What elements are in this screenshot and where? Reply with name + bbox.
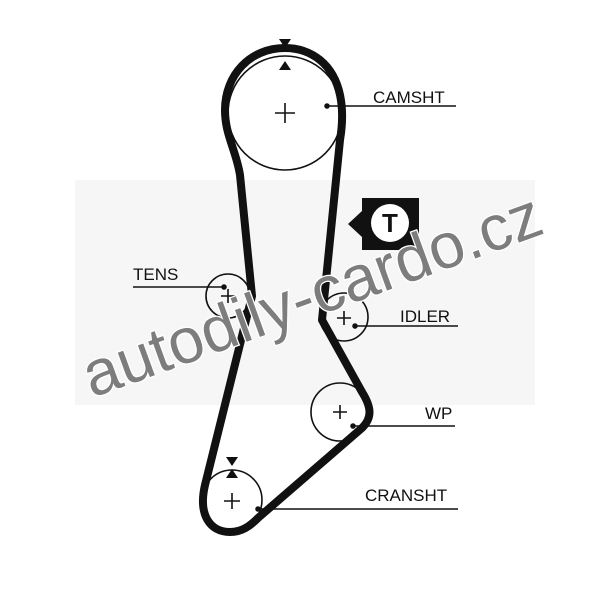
idler-center-icon — [337, 311, 351, 325]
background-pattern — [75, 180, 535, 405]
cam-timing-mark-icon — [279, 39, 291, 48]
crankshaft-center-icon — [224, 493, 240, 509]
camshaft-center-icon — [275, 103, 295, 123]
tensioner-center-icon — [221, 289, 235, 303]
cam-timing-mark-icon — [279, 61, 291, 70]
crank-timing-mark-icon — [226, 469, 238, 478]
timing-belt — [199, 44, 374, 536]
tension-badge: T — [348, 198, 419, 250]
idler-label: IDLER — [400, 307, 450, 326]
crankshaft-label: CRANSHT — [365, 486, 447, 505]
water-pump-center-icon — [333, 405, 347, 419]
tension-badge-letter: T — [382, 208, 398, 238]
tensioner-label: TENS — [133, 265, 178, 284]
water-pump-label: WP — [425, 404, 452, 423]
camshaft-label: CAMSHT — [373, 88, 445, 107]
crank-timing-mark-icon — [226, 457, 238, 466]
